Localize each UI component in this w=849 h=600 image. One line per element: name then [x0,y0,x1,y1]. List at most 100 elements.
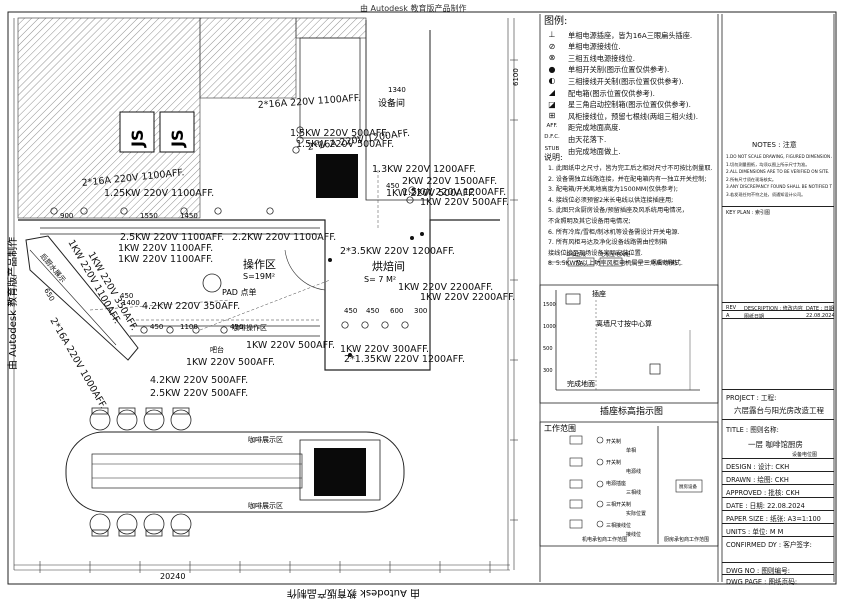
legend-note: 接线位接至现场设备实际安装位置. [548,249,643,257]
elev-height: 300 [543,368,553,374]
title-name: 一层 咖啡馆厨房 [748,440,803,449]
dwg-no-row: DWG NO : 图则编号: [726,567,790,575]
legend-panel: 图例: ⊥单相电源插座，皆为16A三眼扁头插座.⊘单相电源接线位.⊗三相五线电源… [540,14,718,582]
scope-item: 电源插座 [606,480,626,487]
dim-450b: 450 [366,307,379,315]
dim-1100: 1100 [180,323,198,331]
approved-row: APPROVED : 批核: CKH [726,489,800,497]
legend-note: 4. 接线位必须预留2米长电线以供连接插座用; [548,196,674,204]
tb-note: 3.ANY DISCREPANCY FOUND SHALL BE NOTIFIE… [726,184,832,189]
dim-450c: 450 [386,182,399,190]
dim-450e: 450 [120,292,133,300]
bake-room-size: S= 7 M² [364,275,396,284]
tb-notes-title: NOTES : 注意 [752,141,797,149]
load-17: 1KW 220V 2200AFF. [398,282,493,293]
legend-note: 2. 设备需独立线路连接，并在配电箱内有一独立开关控制; [548,175,707,183]
js-label-2: JS [168,130,187,148]
legend-text: 配电箱(图示位置仅供参考). [568,88,655,98]
scope-item: 三相开关制 [606,501,631,508]
dim-650: 650 [42,287,56,303]
dim-450f: 450 [230,323,243,331]
legend-note: 7. 所有风柜马达及净化设备线路需由控制箱 [548,239,668,247]
project-name: 六层露台与阳光房改造工程 [734,406,824,415]
top-brand: 由 Autodesk 教育版产品制作 [360,3,466,13]
load-6: 1.25KW 220V 1100AFF. [104,188,214,199]
design-row: DESIGN : 设计: CKH [726,463,790,471]
legend-row: ⊘ 单相电源接线位. [540,42,718,54]
bake-room-label: 烘焙间 [372,259,405,273]
title-sub: 设备电位图 [792,452,818,458]
dfc-icon: D.F.C. [544,134,560,141]
display-label-b: 咖啡展示区 [248,501,283,510]
load-12: 2.5KW 220V 1100AFF. [120,232,224,243]
distribution-box-icon: ◢ [548,88,556,97]
aff-icon: AFF. [546,122,558,129]
legend-text: 星三角启动控制箱(图示位置仅供参考). [568,100,691,110]
js-box-1 [119,111,155,153]
legend-text: 由天花落下. [568,134,607,144]
legend-row: ⊗ 三相五线电源接线位. [540,53,718,65]
tb-note: 2.ALL DIMENSIONS ARE TO BE VERIFIED ON S… [726,169,830,174]
display-table [65,431,405,513]
legend-text: 单相电源接线位. [568,42,621,52]
dim-20240: 20240 [160,572,185,581]
scope-right: 单相 [626,447,636,454]
confirmed-row: CONFIRMED DY : 客户签字: [726,541,812,549]
load-23: 1KW 220V 500AFF. [186,357,275,368]
elev-height: 500 [543,346,553,352]
scope-right: 实际位置 [626,510,646,517]
scope-panel: 厨房设备 [679,483,697,490]
bottom-brand: 由 Autodesk 教育版产品制作 [287,587,420,600]
tb-note: 1.DO NOT SCALE DRAWING, FIGURED DIMENSIO… [726,154,832,159]
tb-note: 2.所有尺寸须在现场核实。 [726,176,777,182]
legend-text: 单相电源插座，皆为16A三眼扁头插座. [568,30,693,40]
legend-note: 8. 5.5KW及以上功率风柜电机属星三角启动模式. [548,260,683,268]
pad-label: PAD 点单 [222,287,257,297]
load-7: 1.3KW 220V 1200AFF. [372,164,476,175]
dim-1550: 1550 [140,212,158,220]
load-9: 1.5KW 220V 1200AFF. [402,187,506,198]
legend-row: ●单相开关制(图示位置仅供参考). [540,65,718,77]
dim-900: 900 [60,212,73,220]
line-outlet-icon: ⊘ [548,41,556,51]
dim-300: 300 [414,307,427,315]
dim-450d: 450 [150,323,163,331]
legend-row: AFF.距完成地面高度. [540,123,718,135]
units-row: UNITS : 单位: M M [726,528,784,536]
dwg-page-row: DWG PAGE : 图纸页码: [726,578,798,586]
legend-row: D.F.C. 由天花落下. [540,134,718,146]
drawn-row: DRAWN : 绘图: CKH [726,476,789,484]
wiring-ctrl: 七根至电风柜 [600,251,630,258]
legend-note: 1. 此图纸中之尺寸，皆为完工后之相对尺寸不可按比例量取. [548,165,713,172]
three-phase-outlet-icon: ⊗ [548,53,556,63]
rev-row-desc: 图纸日期 [744,314,765,320]
star-delta-box-icon: ◪ [548,99,556,109]
load-8: 2KW 220V 1500AFF. [402,176,497,187]
load-25: 2.5KW 220V 500AFF. [150,388,248,399]
legend-note: 5. 此图只含厨房设备/预留插座及风系统用电情况， [548,207,688,215]
legend-text: 三相五线电源接线位. [568,53,635,63]
key-plan-label: KEY PLAN : 索引图 [726,210,771,216]
rev-col-date: DATE : 日期 [806,306,834,312]
legend-row: ◢ 配电箱(图示位置仅供参考). [540,88,718,100]
load-24: 4.2KW 220V 500AFF. [150,375,248,386]
dim-1340: 1340 [388,86,406,94]
legend-note: 6. 所有冷库/雪柜/制冰机等设备需设计开关电源. [548,228,680,236]
equipment-black-box [316,154,358,198]
title-block: NOTES : 注意 1.DO NOT SCALE DRAWING, FIGUR… [722,14,835,586]
legend-note: 3. 配电箱/开关离地高度为1500MM(仅供参考); [548,186,678,194]
legend-text: 三相接线开关制(图示位置仅供参考). [568,76,684,86]
bar-label: 吧台 [210,345,224,354]
dim-450a: 450 [344,307,357,315]
display-label-a: 咖啡展示区 [248,435,283,444]
title-label: TITLE : 图则名称: [726,426,779,434]
load-10: 1KW 220V 500AFF. [420,197,509,208]
single-switch-icon: ● [548,64,556,74]
legend-text: 风柜接线位，预留七根线(两组三相火线). [568,111,699,121]
display-black-box [314,448,366,496]
scope-right: 三相线 [626,489,641,496]
load-14: 1KW 220V 1100AFF. [118,243,213,254]
elev-floor: 完成地面 [567,379,595,388]
